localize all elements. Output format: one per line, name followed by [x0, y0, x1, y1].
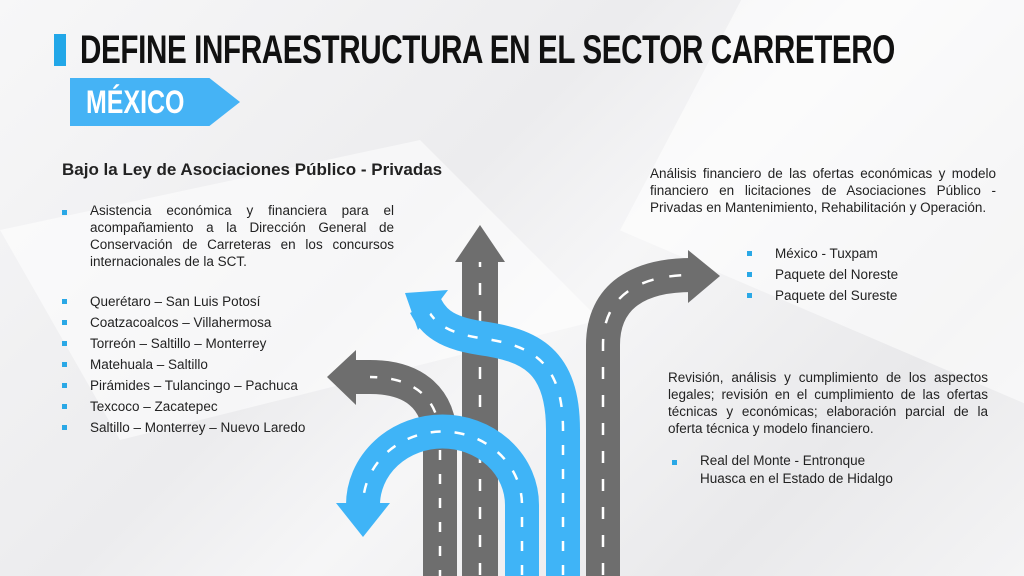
title-accent-bar	[54, 34, 66, 66]
left-intro-list: Asistencia económica y financiera para e…	[62, 202, 394, 270]
right-bottom-text: Revisión, análisis y cumplimiento de los…	[668, 370, 988, 436]
list-item: Texcoco – Zacatepec	[62, 396, 362, 417]
left-heading: Bajo la Ley de Asociaciones Público - Pr…	[62, 160, 443, 179]
list-item: Coatzacoalcos – Villahermosa	[62, 312, 362, 333]
blue-s-road	[405, 290, 580, 576]
arrow-head	[405, 290, 448, 330]
left-project-list: Querétaro – San Luis Potosí Coatzacoalco…	[62, 291, 362, 438]
list-item: Real del Monte - Entronque Huasca en el …	[672, 452, 912, 488]
list-item: Saltillo – Monterrey – Nuevo Laredo	[62, 417, 362, 438]
list-item: Pirámides – Tulancingo – Pachuca	[62, 375, 362, 396]
country-banner: MÉXICO	[70, 78, 240, 126]
list-item: Paquete del Noreste	[747, 264, 997, 285]
list-item: Asistencia económica y financiera para e…	[62, 202, 394, 270]
arrow-head	[327, 350, 356, 405]
arrow-head	[336, 503, 390, 537]
right-top-text: Análisis financiero de las ofertas econó…	[650, 166, 996, 215]
right-top-list: México - Tuxpam Paquete del Noreste Paqu…	[747, 243, 997, 306]
list-item: Querétaro – San Luis Potosí	[62, 291, 362, 312]
gray-straight-road	[455, 225, 505, 576]
list-item: Matehuala – Saltillo	[62, 354, 362, 375]
arrow-head	[688, 250, 720, 303]
gray-right-road	[586, 250, 720, 576]
list-item: México - Tuxpam	[747, 243, 997, 264]
arrow-head	[455, 225, 505, 262]
blue-u-road	[336, 414, 539, 576]
list-item: Torreón – Saltillo – Monterrey	[62, 333, 362, 354]
country-label: MÉXICO	[86, 84, 185, 120]
page-title: DEFINE INFRAESTRUCTURA EN EL SECTOR CARR…	[80, 28, 895, 72]
list-item: Paquete del Sureste	[747, 285, 997, 306]
right-bottom-list: Real del Monte - Entronque Huasca en el …	[672, 452, 912, 488]
